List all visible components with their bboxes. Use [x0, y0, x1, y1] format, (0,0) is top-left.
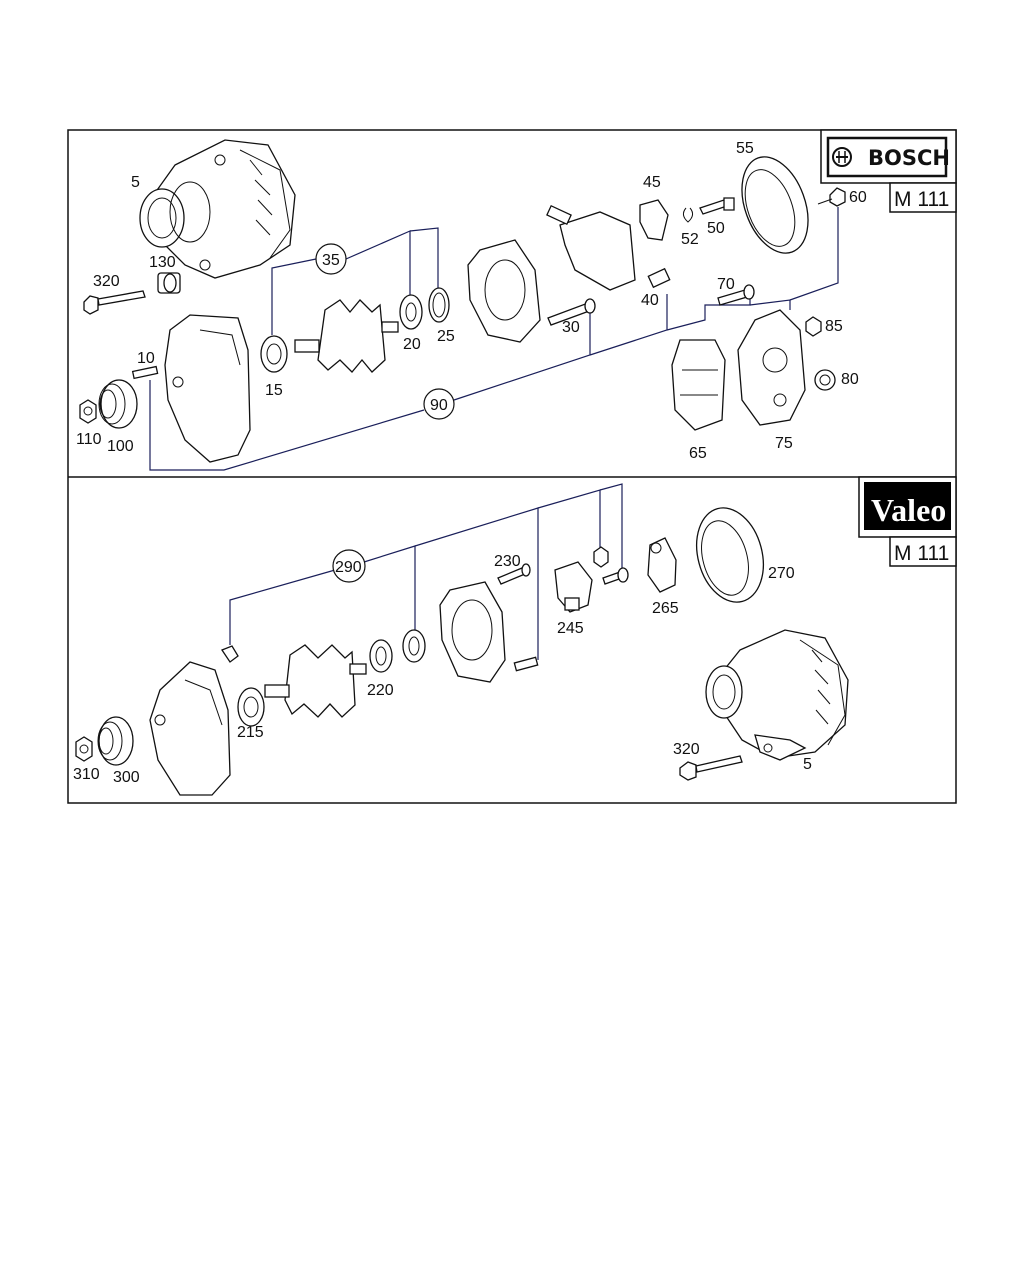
- callout-55: 55: [736, 140, 754, 157]
- callout-30: 30: [562, 319, 580, 336]
- callout-5-valeo: 5: [803, 756, 812, 773]
- callout-220: 220: [367, 682, 394, 699]
- valeo-leader-lines: [229, 483, 623, 660]
- brush-holder-45: [546, 199, 669, 291]
- bearing-15: [260, 335, 288, 373]
- callout-230: 230: [494, 553, 521, 570]
- bearing-220: [369, 639, 393, 673]
- stator-bosch: [467, 239, 541, 343]
- screw-10: [131, 365, 159, 380]
- valeo-callouts: 310 300 215 220 230 245 265 270 320 5 29…: [73, 549, 812, 786]
- stator-valeo: [439, 581, 506, 683]
- callout-215: 215: [237, 724, 264, 741]
- callout-65: 65: [689, 445, 707, 462]
- valeo-brand-name: Valeo: [871, 492, 946, 528]
- screw-valeo: [602, 567, 629, 585]
- bolt-50: [699, 197, 735, 215]
- nut-310: [75, 736, 93, 762]
- callout-35: 35: [322, 252, 340, 269]
- screw-60: [817, 187, 846, 207]
- callout-90-bubble: 90: [423, 388, 455, 420]
- bosch-panel: BOSCH M 111: [76, 129, 957, 471]
- pulley-300: [97, 716, 134, 766]
- rotor-bosch: [294, 299, 399, 373]
- terminal-valeo: [513, 656, 539, 672]
- callout-300: 300: [113, 769, 140, 786]
- callout-320: 320: [93, 273, 120, 290]
- sleeve-130: [157, 272, 181, 294]
- bosch-logo-icon: [832, 147, 852, 167]
- bolt-70: [717, 284, 755, 306]
- bearing-20: [399, 294, 423, 330]
- screw-40: [647, 267, 671, 289]
- callout-245: 245: [557, 620, 584, 637]
- cover-90: [164, 314, 251, 463]
- pulley-100: [98, 379, 138, 429]
- screw-230: [497, 563, 531, 585]
- bosch-leader-lines: [149, 207, 839, 471]
- end-shield-75: [737, 309, 806, 426]
- bolt-320-valeo: [679, 755, 743, 781]
- callout-35-bubble: 35: [315, 243, 347, 275]
- alternator-valeo: [705, 629, 849, 761]
- bosch-engine-label: M 111: [894, 188, 949, 211]
- nut-110: [79, 399, 97, 424]
- callout-290-bubble: 290: [332, 549, 366, 583]
- callout-52: 52: [681, 231, 699, 248]
- ring-valeo: [402, 629, 426, 663]
- callout-45: 45: [643, 174, 661, 191]
- bosch-callouts: 5 130 320 10 110 100 15 20 25 30 40 45 5…: [76, 140, 867, 462]
- bolt-30: [547, 298, 596, 326]
- callout-15: 15: [265, 382, 283, 399]
- callout-270: 270: [768, 565, 795, 582]
- nut-valeo: [593, 546, 609, 568]
- callout-40: 40: [641, 292, 659, 309]
- brush-holder-265: [647, 537, 677, 593]
- callout-70: 70: [717, 276, 735, 293]
- callout-130: 130: [149, 254, 176, 271]
- bosch-brand-name: BOSCH: [868, 146, 950, 170]
- callout-20: 20: [403, 336, 421, 353]
- callout-110: 110: [76, 431, 102, 448]
- callout-75: 75: [775, 435, 793, 452]
- callout-310: 310: [73, 766, 100, 783]
- callout-80: 80: [841, 371, 859, 388]
- callout-85: 85: [825, 318, 843, 335]
- valeo-engine-box: M 111: [889, 536, 957, 567]
- callout-10: 10: [137, 350, 155, 367]
- callout-90: 90: [430, 397, 448, 414]
- nut-85: [805, 316, 822, 337]
- clip-52: [682, 207, 694, 223]
- diagram-frame: [67, 129, 957, 804]
- bolt-320: [83, 290, 146, 315]
- regulator-245: [554, 561, 593, 613]
- rectifier-65: [671, 339, 726, 431]
- nut-80: [814, 369, 836, 391]
- bosch-engine-box: M 111: [889, 182, 957, 213]
- callout-50: 50: [707, 220, 725, 237]
- cap-270: [696, 507, 764, 603]
- cap-55: [741, 156, 809, 254]
- bosch-brand-box: BOSCH: [820, 129, 957, 184]
- alternator-bosch: [139, 139, 296, 279]
- callout-60: 60: [849, 189, 867, 206]
- callout-265: 265: [652, 600, 679, 617]
- callout-290: 290: [335, 559, 362, 576]
- callout-100: 100: [107, 438, 134, 455]
- valeo-brand-box: Valeo: [858, 476, 957, 538]
- cover-valeo: [149, 661, 231, 796]
- valeo-engine-label: M 111: [894, 542, 949, 565]
- callout-320-valeo: 320: [673, 741, 700, 758]
- callout-25: 25: [437, 328, 455, 345]
- bearing-215: [237, 687, 265, 727]
- valeo-panel: Valeo M 111: [73, 476, 957, 796]
- ring-25: [428, 287, 450, 323]
- callout-5: 5: [131, 174, 140, 191]
- clip-valeo: [221, 645, 239, 663]
- rotor-valeo: [264, 644, 367, 718]
